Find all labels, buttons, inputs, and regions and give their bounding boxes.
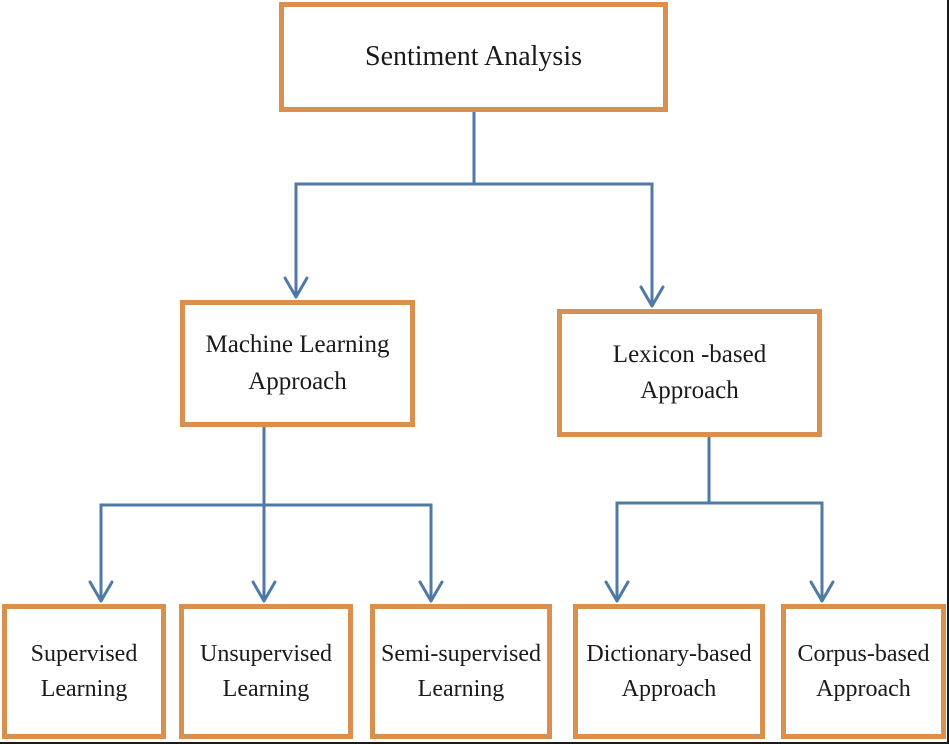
arrowhead-ml	[283, 276, 309, 299]
arrowhead-supervised	[88, 580, 114, 603]
node-semi-supervised-learning: Semi-supervised Learning	[370, 604, 552, 739]
node-label: Semi-supervised Learning	[381, 637, 541, 707]
node-label-line: Approach	[621, 675, 717, 702]
node-label: Corpus-based Approach	[798, 637, 930, 707]
node-label: Machine Learning Approach	[206, 327, 390, 400]
node-label: Lexicon -based Approach	[613, 337, 766, 410]
arrowhead-lexicon	[639, 285, 665, 308]
node-label: Dictionary-based Approach	[586, 637, 751, 707]
node-label-line: Approach	[816, 675, 911, 702]
node-unsupervised-learning: Unsupervised Learning	[179, 604, 353, 739]
node-label: Unsupervised Learning	[200, 637, 332, 707]
arrowhead-semi	[418, 580, 444, 603]
node-dictionary-based-approach: Dictionary-based Approach	[573, 604, 765, 739]
node-label-line: Learning	[40, 675, 128, 702]
node-supervised-learning: Supervised Learning	[2, 604, 166, 739]
node-corpus-based-approach: Corpus-based Approach	[781, 604, 946, 739]
node-label-line: Approach	[640, 377, 739, 404]
node-label-line: Corpus-based	[797, 640, 930, 667]
node-label-line: Learning	[222, 675, 310, 702]
image-border-bottom	[0, 742, 949, 744]
arrowhead-unsupervised	[251, 580, 277, 603]
node-machine-learning-approach: Machine Learning Approach	[180, 300, 415, 427]
node-label: Supervised Learning	[31, 637, 138, 707]
node-label-line: Lexicon -based	[612, 340, 767, 368]
node-label-line: Unsupervised	[200, 640, 332, 667]
node-label-line: Learning	[417, 675, 505, 702]
node-label: Sentiment Analysis	[365, 37, 582, 78]
node-label-line: Dictionary-based	[586, 640, 752, 667]
image-border-right	[947, 0, 949, 744]
node-sentiment-analysis: Sentiment Analysis	[279, 2, 668, 112]
node-lexicon-based-approach: Lexicon -based Approach	[557, 309, 822, 437]
node-label-line: Semi-supervised	[381, 640, 541, 667]
node-label-line: Machine Learning	[205, 331, 390, 359]
node-label-line: Supervised	[30, 640, 138, 667]
node-label-line: Approach	[248, 367, 347, 395]
arrowhead-dictionary	[604, 580, 630, 603]
arrowhead-corpus	[809, 580, 835, 603]
node-label-line: Sentiment Analysis	[365, 40, 582, 72]
